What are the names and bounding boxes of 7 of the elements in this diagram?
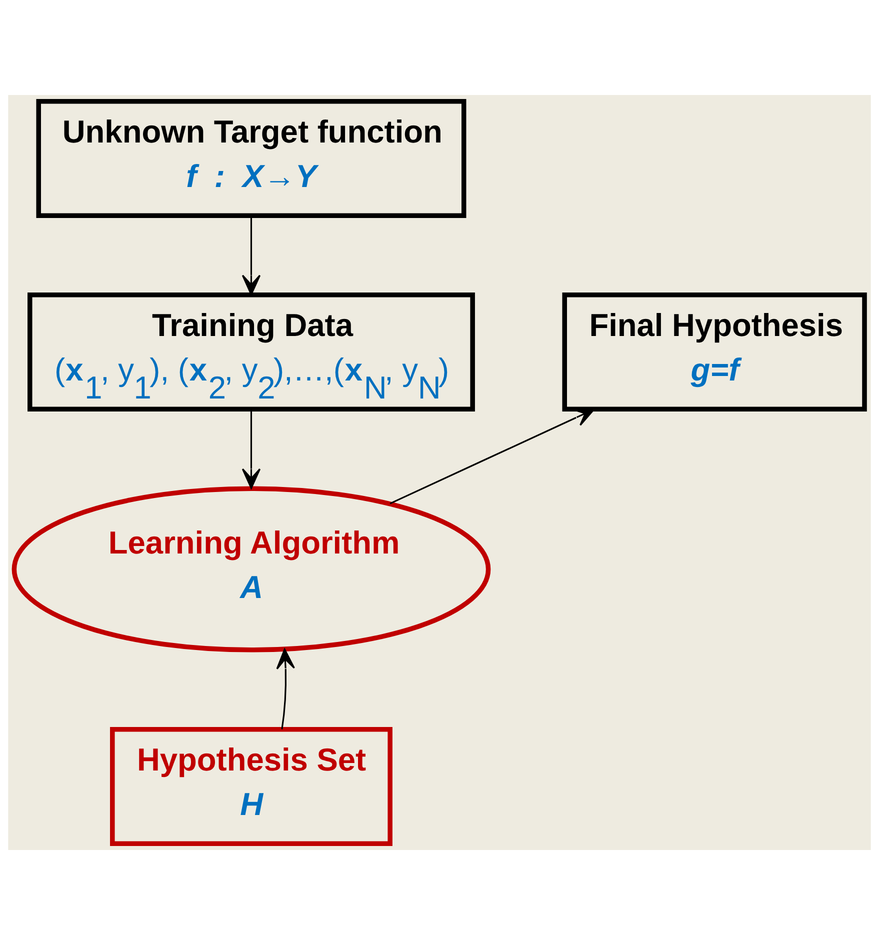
node-ellipse: Learning Algorithm A <box>12 486 491 652</box>
node-box: Hypothesis Set H <box>110 726 392 846</box>
node-box: Final Hypothesis g=f <box>562 292 867 412</box>
arrow <box>276 648 295 729</box>
arrow <box>242 408 261 488</box>
arrow <box>242 215 261 295</box>
node-box: Unknown Target function f : X→Y <box>36 98 466 218</box>
